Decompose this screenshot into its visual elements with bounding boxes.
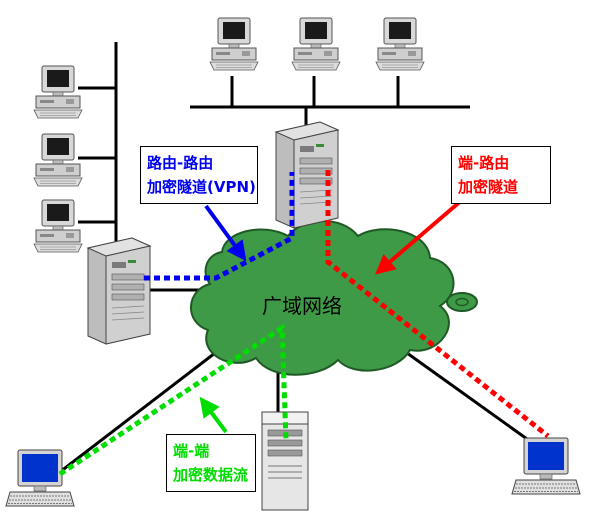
desktop-computer-icon — [33, 65, 83, 119]
vpn-tunnel-path — [144, 172, 295, 281]
end-to-router-callout-arrow — [374, 198, 464, 275]
wan-link-right-laptop — [399, 346, 549, 456]
end-to-end-stream-path — [58, 323, 289, 477]
end-to-router-callout: 端-路由 加密隧道 — [451, 146, 551, 204]
desktop-computer-icon — [33, 199, 83, 253]
desktop-computer-icon — [375, 17, 425, 71]
end-to-end-callout-line2: 加密数据流 — [173, 466, 249, 484]
end-to-end-callout: 端-端 加密数据流 — [166, 434, 256, 492]
wan-link-left-laptop — [51, 338, 233, 480]
end-to-end-callout-line1: 端-端 — [173, 442, 210, 460]
end-to-router-callout-line2: 加密隧道 — [458, 178, 519, 196]
vpn-callout-line2: 加密隧道(VPN) — [147, 178, 256, 196]
end-to-router-callout-line1: 端-路由 — [458, 154, 510, 172]
laptop-terminal-icon — [5, 449, 75, 507]
end-to-router-tunnel-path — [325, 170, 550, 438]
desktop-computer-icon — [33, 133, 83, 187]
wan-label: 广域网络 — [262, 294, 342, 318]
desktop-computer-icon — [209, 17, 259, 71]
vpn-callout-arrow — [204, 204, 247, 262]
server-tower-icon — [87, 237, 151, 345]
laptop-terminal-icon — [511, 437, 581, 495]
vpn-callout-line1: 路由-路由 — [147, 154, 214, 172]
desktop-computer-icon — [291, 17, 341, 71]
vpn-callout: 路由-路由 加密隧道(VPN) — [140, 146, 258, 204]
end-to-end-callout-arrow — [199, 396, 228, 434]
